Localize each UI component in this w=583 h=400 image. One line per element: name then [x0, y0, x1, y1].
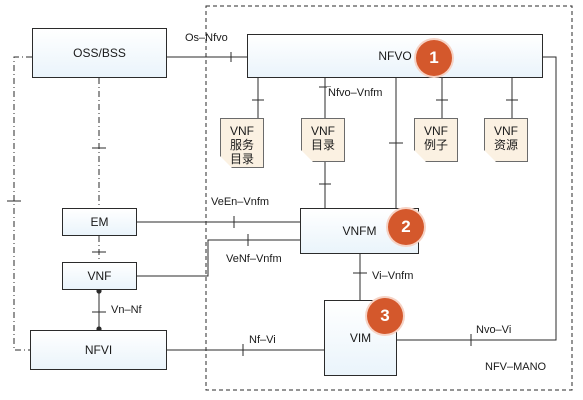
label-veen-vnfm: VeEn–Vnfm [211, 196, 270, 208]
oss-bss-label: OSS/BSS [73, 46, 126, 60]
vim-label: VIM [349, 331, 372, 345]
vnf-box: VNF [62, 262, 137, 290]
label-os-nfvo: Os–Nfvo [185, 32, 228, 44]
nfv-mano-boundary [205, 5, 573, 391]
label-venf-vnfm: VeNf–Vnfm [226, 253, 282, 265]
catalog-vnf-directory: VNF 目录 [301, 118, 345, 162]
nfvi-label: NFVI [84, 343, 113, 357]
catalog-vnf-instance: VNF 例子 [414, 118, 458, 162]
vnf-label: VNF [87, 269, 112, 283]
nfvi-box: NFVI [30, 330, 167, 370]
badge-3: 3 [367, 298, 403, 334]
oss-bss-box: OSS/BSS [32, 28, 167, 78]
label-nfvo-vnfm: Nfvo–Vnfm [327, 87, 384, 100]
nfvo-label: NFVO [378, 49, 412, 63]
badge-2: 2 [388, 209, 424, 245]
badge-1: 1 [416, 40, 452, 76]
nfvo-box: NFVO [247, 34, 543, 78]
label-nf-vi: Nf–Vi [249, 334, 276, 346]
label-nfv-mano: NFV–MANO [485, 361, 547, 373]
label-nvo-vi: Nvo–Vi [476, 324, 512, 336]
catalog-vnf-resource: VNF 资源 [484, 118, 528, 162]
em-box: EM [62, 208, 137, 236]
label-vi-vnfm: Vi–Vnfm [371, 270, 415, 283]
vnfm-label: VNFM [342, 224, 377, 238]
em-label: EM [90, 215, 109, 229]
catalog-vnf-service: VNF 服务 目录 [220, 118, 264, 168]
label-vn-nf: Vn–Nf [110, 304, 143, 317]
